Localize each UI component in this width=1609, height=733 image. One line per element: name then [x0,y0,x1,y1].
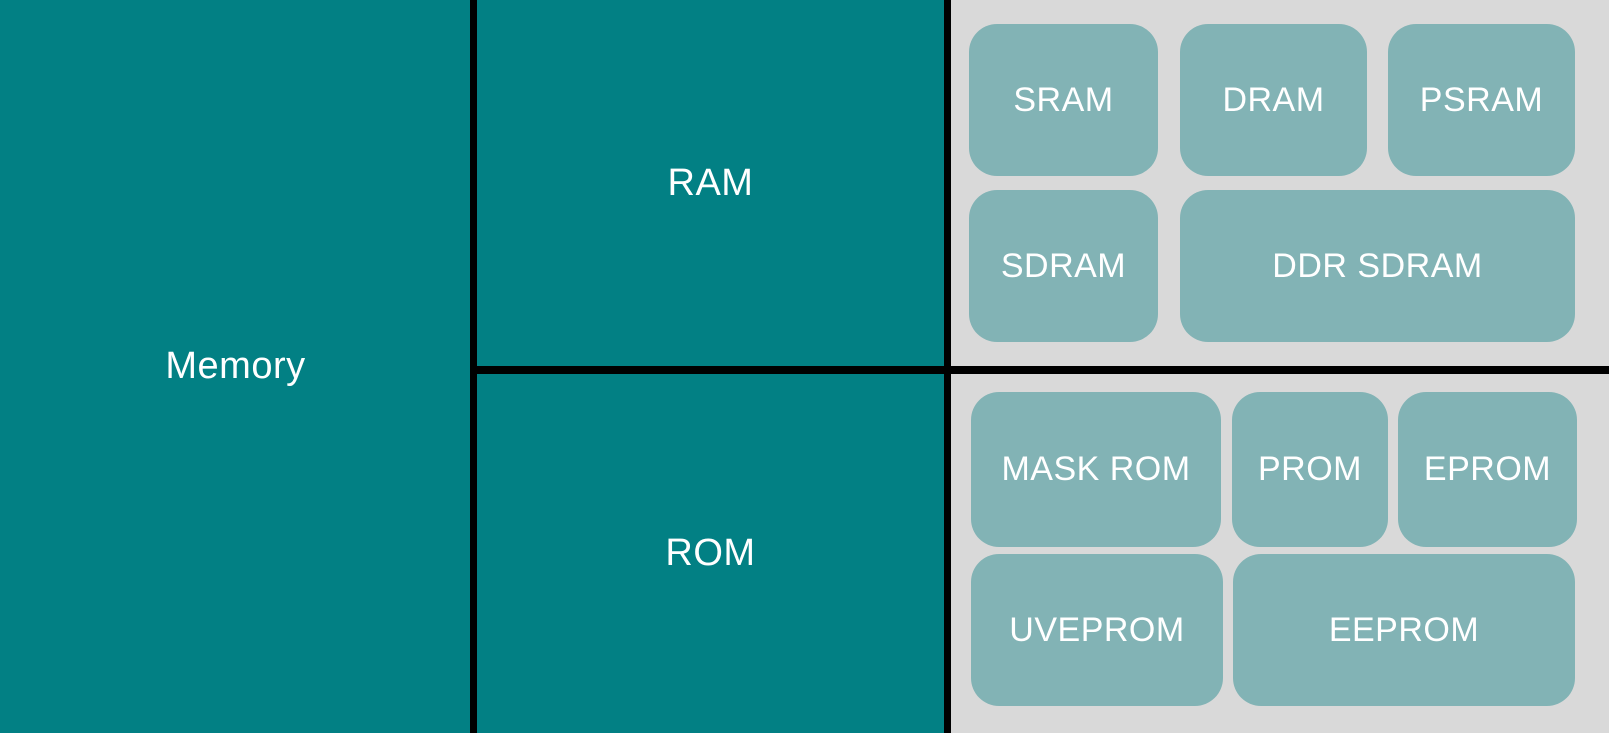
node-sram: SRAM [969,24,1158,176]
node-sdram: SDRAM [969,190,1158,342]
node-mask-rom-label: MASK ROM [1001,450,1191,488]
memory-root-cell: Memory [0,0,471,733]
node-psram: PSRAM [1388,24,1575,176]
node-eeprom-label: EEPROM [1328,610,1480,649]
node-eprom-label: EPROM [1423,450,1552,488]
memory-column-divider-line [470,0,477,733]
node-mask-rom: MASK ROM [971,392,1221,547]
branch-column-divider-line [944,0,951,733]
node-prom-label: PROM [1258,450,1362,488]
node-ddr-sdram: DDR SDRAM [1180,190,1575,342]
rom-branch-label: ROM [665,532,756,574]
ram-branch-label: RAM [667,162,754,204]
node-uveprom: UVEPROM [971,554,1223,706]
node-psram-label: PSRAM [1419,80,1544,119]
node-dram: DRAM [1180,24,1367,176]
node-ddr-sdram-label: DDR SDRAM [1272,246,1483,285]
node-uveprom-label: UVEPROM [1009,610,1185,649]
memory-root-label: Memory [165,345,306,387]
node-dram-label: DRAM [1222,80,1325,119]
ram-rom-divider-line [470,366,1609,374]
rom-branch-cell: ROM [477,374,944,733]
node-eprom: EPROM [1398,392,1577,547]
node-prom: PROM [1232,392,1388,547]
ram-branch-cell: RAM [477,0,944,367]
node-eeprom: EEPROM [1233,554,1575,706]
node-sram-label: SRAM [1013,80,1114,119]
node-sdram-label: SDRAM [1000,246,1127,285]
